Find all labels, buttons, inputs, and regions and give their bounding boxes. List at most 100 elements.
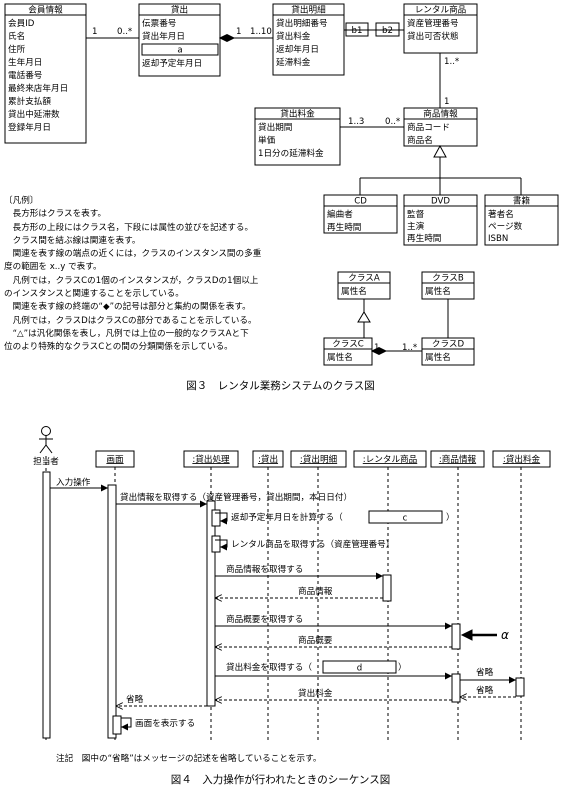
- activation-bar: [112, 715, 122, 735]
- class-detail: [272, 3, 345, 76]
- lifeline-rental-item: :レンタル商品: [363, 453, 417, 465]
- class-rental: [138, 3, 221, 77]
- msg-summary-label: 商品概要: [298, 634, 333, 646]
- blank-c-box: [368, 510, 443, 524]
- detail-attr: 延滞料金: [276, 56, 311, 68]
- legend-line: 凡例では，クラスCの1個のインスタンスが，クラスDの1個以上: [4, 275, 259, 286]
- class-c-attr: 属性名: [327, 351, 353, 363]
- generalization-triangle: [433, 144, 447, 158]
- lifeline-box: [353, 450, 427, 468]
- book-name: 書籍: [513, 195, 531, 207]
- legend-line: クラス間を結ぶ線は関連を表す。: [4, 235, 141, 246]
- alpha-label: α: [501, 628, 509, 642]
- figure-3-caption: 図３ レンタル業務システムのクラス図: [186, 380, 375, 392]
- dvd-attr: 監督: [407, 208, 425, 220]
- class-b-name: クラスB: [432, 273, 464, 284]
- msg-omit-screen-label: 省略: [126, 693, 144, 705]
- rental-attr: 伝票番号: [142, 17, 176, 29]
- msg-close-paren: ）: [398, 662, 407, 673]
- rental-attr: 返却予定年月日: [142, 57, 202, 69]
- legend-line: 度の範囲を x..y で表す。: [4, 262, 102, 273]
- blank-d-box: [322, 660, 397, 674]
- member-attr: 生年月日: [8, 56, 42, 68]
- class-diagram-text: 会員情報 会員ID 氏名 住所 生年月日 電話番号 最終来店年月日 累計支払額 …: [8, 4, 530, 364]
- activation-bar: [42, 471, 51, 739]
- dvd-attr: 主演: [407, 220, 425, 232]
- fee-attr: 1日分の延滞料金: [258, 147, 324, 159]
- actor-label: 担当者: [33, 455, 59, 467]
- legend-line: “△”は汎化関係を表し，凡例では上位の一般的なクラスAと下: [4, 328, 249, 339]
- rental-attr: 貸出年月日: [142, 30, 185, 42]
- legend-aggregation-diamond: [370, 346, 388, 356]
- member-attr: 貸出中延滞数: [8, 108, 60, 120]
- class-a-attr: 属性名: [341, 285, 367, 297]
- msg-calc-return-label: 返却予定年月日を計算する（: [231, 511, 343, 523]
- legend-generalization-triangle: [357, 311, 371, 323]
- blank-d: d: [357, 664, 362, 674]
- lifeline-rental: :貸出: [258, 453, 278, 465]
- activation-bar: [382, 574, 392, 602]
- legend-line: 長方形はクラスを表す。: [4, 209, 107, 220]
- product-attr: 商品名: [407, 134, 433, 146]
- sequence-diagram-text: 担当者 画面 :貸出処理 :貸出 :貸出明細 :レンタル商品 :商品情報 :貸出…: [33, 453, 540, 729]
- detail-attr: 貸出明細番号: [276, 17, 328, 29]
- msg-display: [121, 717, 132, 731]
- lifeline-screen: 画面: [106, 454, 124, 465]
- member-attr: 登録年月日: [8, 121, 51, 133]
- class-d-attr: 属性名: [425, 351, 451, 363]
- fee-attr: 貸出期間: [258, 121, 292, 133]
- class-a-name: クラスA: [348, 273, 380, 284]
- book-attr: ISBN: [488, 234, 508, 244]
- lifeline-detail: :貸出明細: [300, 453, 338, 465]
- msg-omit-return-label: 省略: [476, 684, 494, 696]
- cd-attr: 編曲者: [327, 208, 353, 220]
- msg-get-item: [215, 539, 228, 551]
- class-cd: [323, 194, 398, 234]
- member-attr: 最終来店年月日: [8, 82, 68, 94]
- multiplicity: 1..*: [402, 343, 418, 353]
- class-product: [403, 107, 478, 147]
- lifeline-fee: :貸出料金: [503, 453, 541, 465]
- msg-product-info-label: 商品情報: [298, 585, 333, 597]
- cd-attr: 再生時間: [327, 221, 361, 233]
- blank-b2: b2: [382, 26, 393, 36]
- dvd-attr: 再生時間: [407, 232, 441, 244]
- msg-get-item-label: レンタル商品を取得する（資産管理番号）: [231, 538, 394, 550]
- sequence-note: 注記 図中の“省略”はメッセージの記述を省略していることを示す。: [56, 754, 322, 764]
- msg-fee-label: 貸出料金: [298, 687, 333, 699]
- class-rental-item: [403, 3, 478, 54]
- legend: 〔凡例〕 長方形はクラスを表す。 長方形の上段にはクラス名，下段には属性の並びを…: [4, 195, 334, 355]
- class-book: [484, 194, 559, 246]
- class-b: [421, 271, 475, 300]
- class-d-name: クラスD: [432, 339, 465, 350]
- multiplicity: 0..*: [117, 27, 133, 37]
- msg-get-fee-label: 貸出料金を取得する（: [226, 661, 312, 673]
- detail-attr: 返却年月日: [276, 43, 319, 55]
- msg-display-label: 画面を表示する: [135, 717, 195, 729]
- detail-name: 貸出明細: [291, 4, 326, 16]
- class-diagram: [4, 3, 559, 366]
- blank-c: c: [403, 514, 408, 524]
- fee-attr: 単価: [258, 134, 276, 146]
- fee-name: 貸出料金: [280, 108, 315, 120]
- class-c: [323, 337, 373, 366]
- blank-a-box: [141, 43, 219, 56]
- sequence-diagram: [39, 426, 551, 740]
- lifeline-product: :商品情報: [439, 453, 477, 465]
- multiplicity: 1: [92, 27, 97, 37]
- rentalitem-name: レンタル商品: [415, 4, 467, 16]
- member-attr: 電話番号: [8, 69, 42, 81]
- legend-line: 凡例では，クラスDはクラスCの部分であることを示している。: [4, 315, 257, 326]
- activation-bar: [451, 673, 461, 703]
- lifeline-rental-process: :貸出処理: [192, 453, 230, 465]
- blank-a: a: [177, 46, 182, 56]
- activation-bar: [107, 484, 117, 739]
- class-d: [421, 337, 475, 366]
- msg-omit-call-label: 省略: [476, 666, 494, 678]
- multiplicity: 1: [374, 343, 379, 353]
- class-fee: [254, 107, 341, 166]
- class-b-attr: 属性名: [425, 285, 451, 297]
- legend-line: 〔凡例〕: [4, 196, 39, 206]
- msg-input-label: 入力操作: [56, 476, 91, 488]
